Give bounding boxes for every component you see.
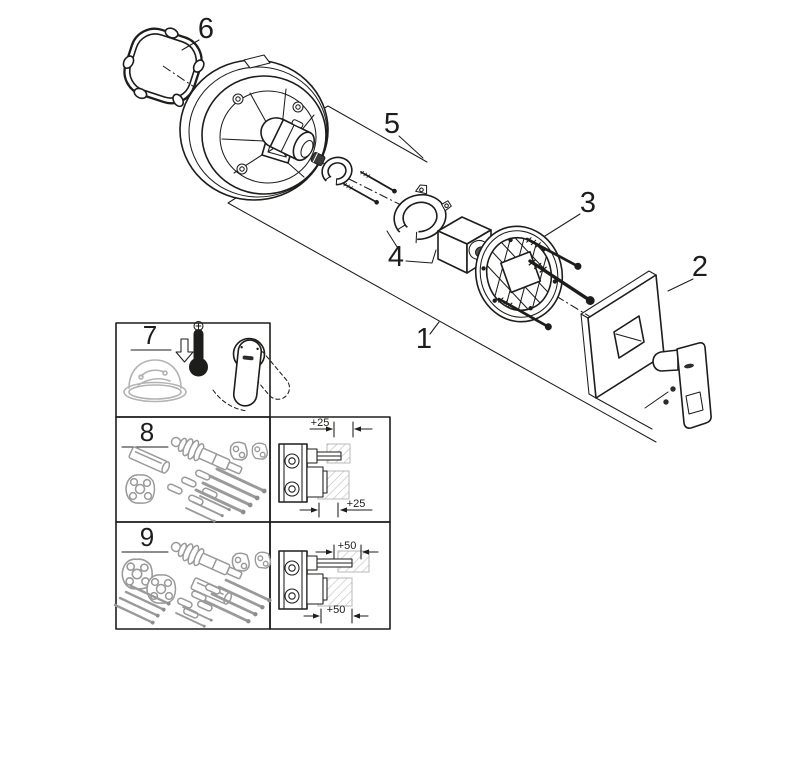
mounting-ring [393,184,452,250]
thermometer-icon [189,320,208,377]
dimension-label: +50 [327,604,346,616]
cell-9-extension-kit-50: 9 [112,522,274,629]
extension-kit-50-parts [112,535,274,629]
dimension-label: +25 [311,417,330,429]
callout-2-label: 2 [692,251,708,283]
retaining-ring [317,156,353,199]
cell-8-section-view: +25 +25 [278,417,373,518]
thermostatic-cartridge [260,117,316,162]
callout-6: 6 [181,13,214,51]
dimension-50-bottom: +50 [303,604,369,624]
callout-1-label: 1 [416,323,432,355]
concealed-valve-housing [179,54,329,201]
cell-9-section-view: +50 +50 [278,540,379,624]
callout-3: 3 [544,187,596,237]
group-bracket-part4: 4 [386,230,437,273]
square-wall-plate [580,270,665,399]
detail-table: 7 [112,320,391,630]
cartridge-nut [310,152,326,166]
callout-4-label: 4 [388,241,404,273]
dimension-25-top: +25 [309,417,373,438]
plate-base-line [595,397,653,430]
arrow-down-icon [175,338,194,363]
flange-seal-gasket [122,27,205,108]
dimension-label: +50 [338,540,357,552]
cell-8-extension-kit-25: 8 [121,417,269,524]
temperature-stop-ring [123,359,187,403]
callout-6-label: 6 [198,13,214,45]
callout-5-label: 5 [384,108,400,140]
dimension-25-bottom: +25 [299,498,373,518]
lever-handle [644,342,712,429]
exploded-assembly: 6 [122,13,712,443]
callout-2: 2 [667,251,708,292]
cell-9-section-border [269,521,391,630]
callout-7-label: 7 [143,320,157,350]
handle-rotation-limit [212,337,291,412]
callout-8-label: 8 [140,417,154,447]
screw [358,169,399,196]
callout-3-label: 3 [580,187,596,219]
handle-set-screw [663,399,669,405]
handle-set-screw [670,386,676,392]
cell-7-temperature-limiter: 7 [123,320,291,412]
dimension-50-top: +50 [315,540,379,560]
callout-9-label: 9 [140,522,154,552]
dimension-label: +25 [347,498,366,510]
